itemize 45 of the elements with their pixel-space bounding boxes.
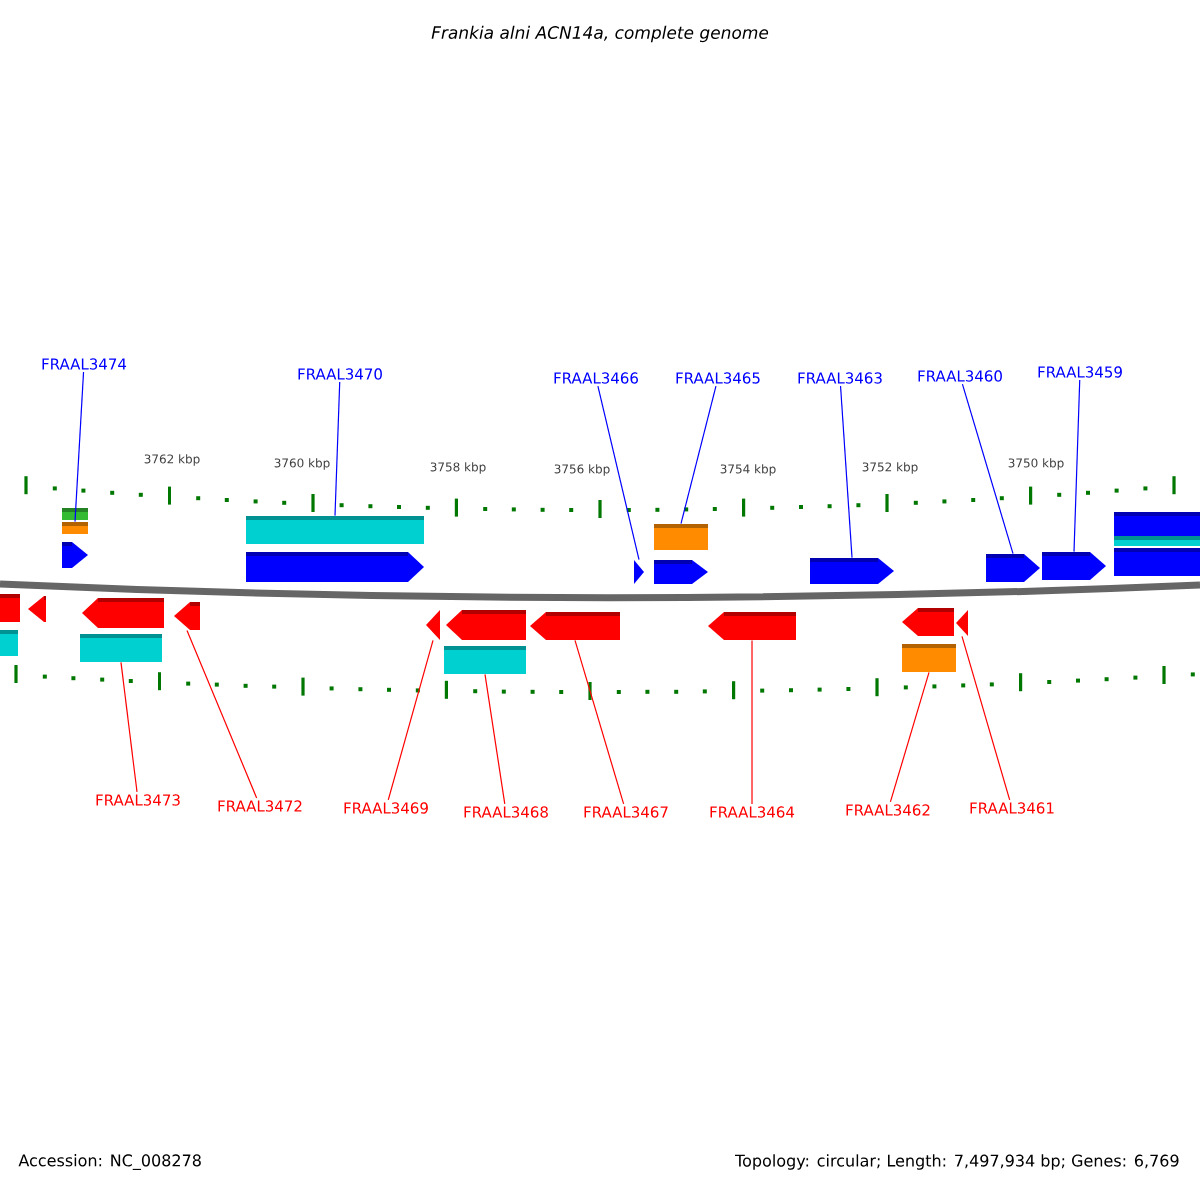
gene-block <box>1114 512 1200 536</box>
gene-block <box>80 634 162 662</box>
gene-block <box>1114 536 1200 546</box>
gene-block <box>446 610 526 640</box>
gene-block <box>426 610 440 640</box>
leader-line <box>186 629 258 799</box>
gene-block <box>708 612 796 640</box>
leader-line <box>680 385 717 525</box>
gene-block <box>1042 552 1106 580</box>
gene-block <box>986 554 1040 582</box>
gene-block <box>654 560 708 584</box>
leader-line <box>961 383 1014 555</box>
gene-block <box>634 560 644 584</box>
leader-line <box>839 385 853 559</box>
gene-block <box>28 596 46 622</box>
leader-line <box>1073 379 1081 553</box>
gene-block <box>810 558 894 584</box>
gene-block <box>902 644 956 672</box>
gene-block <box>0 630 18 656</box>
gene-block <box>62 508 88 520</box>
leader-line <box>597 385 640 561</box>
gene-block <box>62 542 88 568</box>
leader-line <box>74 371 85 523</box>
gene-block <box>0 594 20 622</box>
accession-text: Accession: NC_008278 <box>18 1154 201 1170</box>
leader-line <box>751 639 753 805</box>
gene-block <box>174 602 200 630</box>
title: Frankia alni ACN14a, complete genome <box>431 25 769 43</box>
leader-line <box>961 635 1011 801</box>
gene-block <box>530 612 620 640</box>
gene-block <box>444 646 526 674</box>
gene-block <box>246 516 424 544</box>
leader-line <box>120 661 138 793</box>
gene-block <box>62 522 88 534</box>
gene-block <box>1114 548 1200 576</box>
leader-line <box>889 671 930 803</box>
gene-block <box>246 552 424 582</box>
gene-block <box>956 610 968 636</box>
leader-line <box>574 639 625 805</box>
leader-line <box>387 639 434 801</box>
leader-line <box>484 673 506 805</box>
gene-block <box>82 598 164 628</box>
leader-line <box>334 381 341 517</box>
genome-info-text: Topology: circular; Length: 7,497,934 bp; Genes: 6,769 <box>735 1154 1179 1170</box>
gene-block <box>654 524 708 550</box>
